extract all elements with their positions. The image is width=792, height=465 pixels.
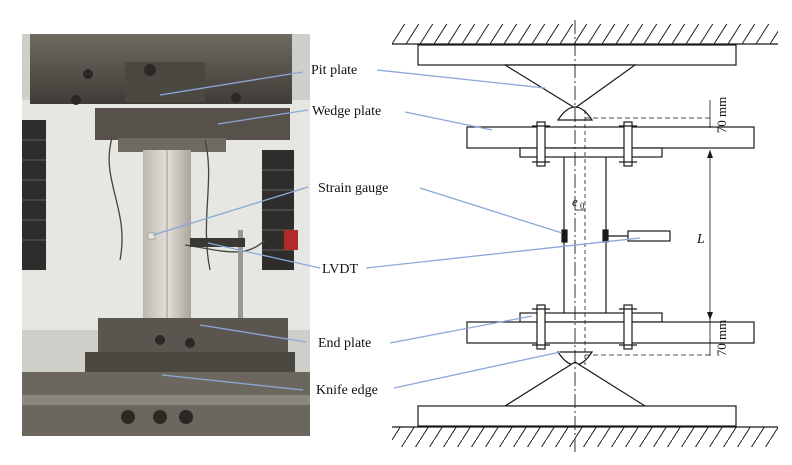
pit-plate-shape	[502, 64, 637, 109]
photo-bolt	[144, 64, 156, 76]
photo-strain-gauge	[147, 232, 156, 240]
leader-knife-edge-schematic	[393, 351, 561, 389]
photo-bolt	[153, 410, 167, 424]
leader-end-plate-schematic	[389, 315, 533, 344]
leader-wedge-plate-photo	[217, 109, 309, 125]
photo-pit-plate	[125, 62, 205, 102]
photo-wire	[108, 137, 123, 261]
test-photo	[22, 34, 310, 436]
bottom-machine-plate	[417, 405, 737, 427]
label-pit-plate: Pit plate	[311, 63, 357, 78]
photo-lvdt	[190, 238, 245, 247]
strain-gauge-left	[561, 229, 568, 243]
dim-text-eccentricity-sub: 0	[580, 201, 585, 211]
top-wedge-plate	[466, 126, 755, 149]
top-bolt-right	[623, 121, 633, 167]
photo-bolt	[83, 69, 93, 79]
top-end-plate	[519, 147, 663, 158]
label-lvdt: LVDT	[322, 262, 358, 277]
photo-bolt	[155, 335, 165, 345]
label-end-plate: End plate	[318, 336, 371, 351]
photo-bolt	[121, 410, 135, 424]
leader-pit-plate-photo	[159, 71, 304, 96]
bottom-wedge-plate	[466, 321, 755, 344]
photo-wedge-plate-lower	[118, 138, 226, 152]
photo-knife-block	[85, 352, 295, 372]
photo-bolt	[231, 93, 241, 103]
photo-wire	[204, 139, 211, 271]
top-machine-plate	[417, 44, 737, 66]
leader-strain-gauge-schematic	[419, 187, 563, 234]
leader-end-plate-photo	[199, 324, 307, 343]
photo-bolt	[179, 410, 193, 424]
dim-text-length: L	[696, 232, 705, 247]
leader-wedge-plate-schematic	[404, 111, 493, 131]
leader-strain-gauge-photo	[152, 186, 309, 236]
label-knife-edge: Knife edge	[316, 383, 378, 398]
schematic	[392, 20, 778, 452]
bottom-bolt-left	[536, 304, 546, 350]
leader-lines	[152, 69, 641, 391]
photo-bolt	[185, 338, 195, 348]
photo-bellows-left	[22, 120, 46, 270]
leader-lvdt-schematic	[365, 237, 641, 269]
top-bolt-left	[536, 121, 546, 167]
label-strain-gauge: Strain gauge	[318, 181, 388, 196]
dim-text-eccentricity: e	[572, 194, 578, 209]
label-wedge-plate: Wedge plate	[312, 104, 381, 119]
bottom-ground-hatch	[392, 427, 778, 447]
photo-bolt	[71, 95, 81, 105]
lvdt-body	[627, 230, 671, 242]
photo-base-rail	[22, 395, 310, 405]
bottom-bolt-right	[623, 304, 633, 350]
dim-text-top: 70 mm	[714, 97, 729, 133]
leader-lvdt-photo	[207, 242, 321, 269]
top-ground-hatch	[392, 24, 778, 44]
photo-wedge-plate	[95, 108, 290, 140]
dim-text-bottom: 70 mm	[714, 320, 729, 356]
leader-pit-plate-schematic	[376, 69, 546, 89]
photo-red-clamp	[284, 230, 298, 250]
leader-knife-edge-photo	[161, 374, 304, 391]
